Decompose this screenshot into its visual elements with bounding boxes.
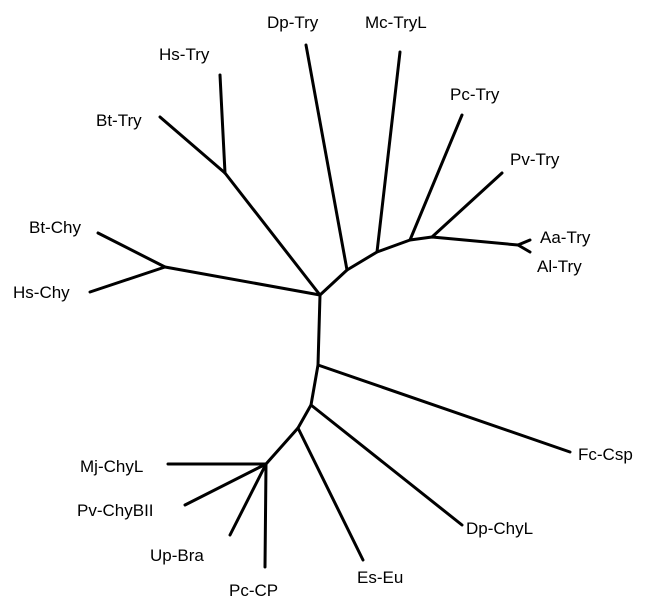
branch-al-try [516,243,532,254]
leaf-label-up-bra: Up-Bra [150,546,204,565]
branch-bt-try [158,115,227,175]
leaf-label-mc-tryl: Mc-TryL [365,13,427,32]
branch-pv-try [430,171,504,239]
leaf-label-hs-chy: Hs-Chy [13,283,70,302]
branch-backbone-lower [264,293,322,466]
leaf-label-pv-try: Pv-Try [510,150,560,169]
leaf-label-pv-chybii: Pv-ChyBII [77,501,154,520]
leaf-label-aa-try: Aa-Try [540,228,591,247]
leaf-label-hs-try: Hs-Try [159,45,210,64]
branch-dp-try [304,43,349,272]
leaf-label-al-try: Al-Try [537,257,582,276]
branch-internal-vertebrate [223,171,322,297]
branch-internal-chy [163,265,322,297]
branch-up-bra [228,462,268,537]
tree-branches [88,43,572,569]
leaf-label-bt-chy: Bt-Chy [29,218,81,237]
branch-pv-chybii [183,462,268,507]
branch-backbone-upper [318,235,520,297]
branch-es-eu [296,426,365,562]
leaf-labels: Hs-Try Dp-Try Mc-TryL Pc-Try Bt-Try Pv-T… [13,13,633,600]
branch-hs-chy [88,265,167,294]
leaf-label-mj-chyl: Mj-ChyL [80,457,143,476]
leaf-label-bt-try: Bt-Try [96,111,142,130]
branch-fc-csp [316,363,572,454]
branch-pc-try [408,113,464,242]
branch-dp-chyl [309,403,464,527]
branch-mc-tryl [375,50,402,254]
branch-aa-try [516,238,532,247]
leaf-label-dp-try: Dp-Try [267,13,319,32]
leaf-label-dp-chyl: Dp-ChyL [466,519,533,538]
branch-bt-chy [96,231,167,269]
leaf-label-es-eu: Es-Eu [357,568,403,587]
leaf-label-fc-csp: Fc-Csp [578,445,633,464]
leaf-label-pc-cp: Pc-CP [229,581,278,600]
branch-hs-try [218,73,227,175]
branch-pc-cp [263,462,268,569]
leaf-label-pc-try: Pc-Try [450,85,500,104]
